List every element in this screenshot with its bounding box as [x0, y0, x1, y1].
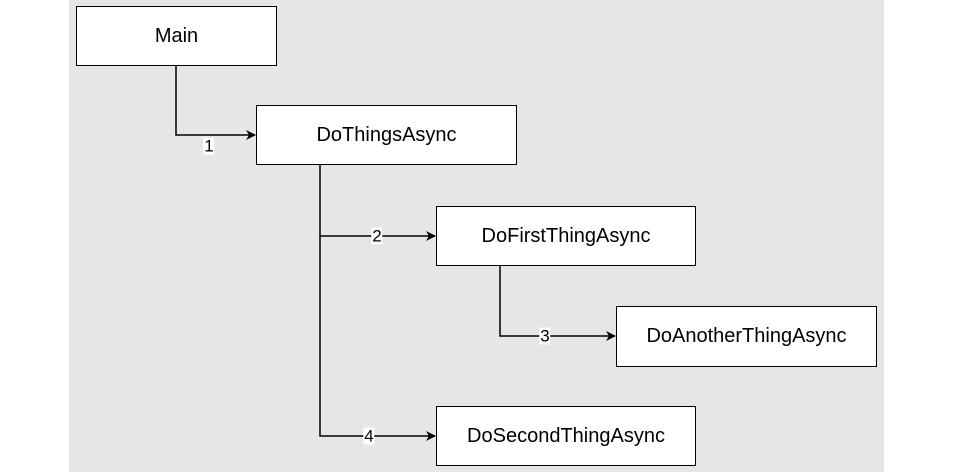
edge-1-connector — [175, 66, 256, 140]
node-do-another-thing-async-label: DoAnotherThingAsync — [646, 325, 847, 347]
node-main[interactable]: Main — [76, 6, 277, 66]
node-do-first-thing-async-label: DoFirstThingAsync — [481, 224, 651, 247]
edge-3-label: 3 — [539, 326, 551, 346]
node-main-label: Main — [154, 24, 199, 47]
node-do-second-thing-async-label: DoSecondThingAsync — [467, 424, 665, 447]
node-do-first-thing-async[interactable]: DoFirstThingAsync — [436, 206, 696, 266]
edge-2-label: 2 — [371, 226, 383, 246]
edge-1-label: 1 — [203, 136, 215, 156]
edge-4-label: 4 — [363, 426, 375, 446]
edge-2-connector — [319, 165, 436, 241]
edge-3-connector — [499, 266, 616, 341]
node-do-things-async[interactable]: DoThingsAsync — [256, 105, 517, 165]
edge-4-connector — [319, 236, 436, 441]
node-do-another-thing-async[interactable]: DoAnotherThingAsync — [616, 306, 877, 367]
node-do-things-async-label: DoThingsAsync — [316, 123, 457, 146]
node-do-second-thing-async[interactable]: DoSecondThingAsync — [436, 406, 696, 466]
